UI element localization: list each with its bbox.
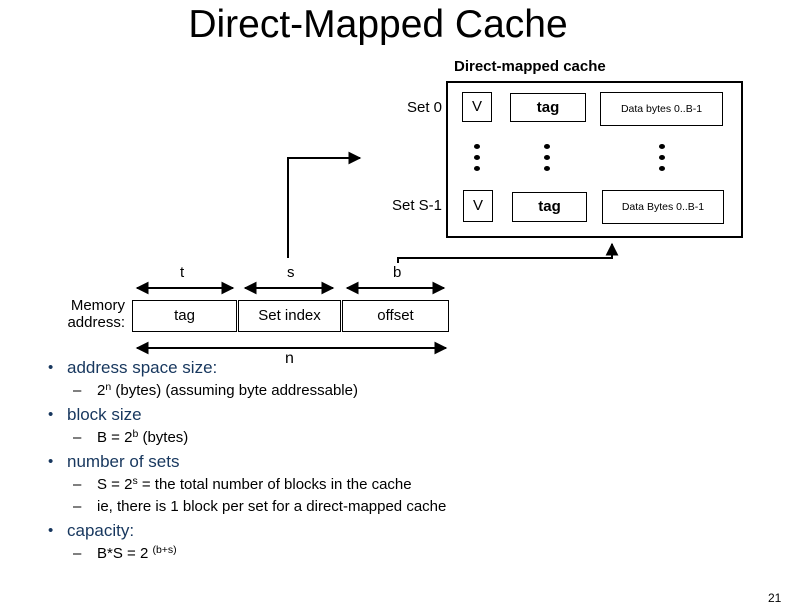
s-width-label: s xyxy=(287,264,295,281)
tag-cell-set0: tag xyxy=(510,93,586,122)
formula-exponent: (b+s) xyxy=(152,544,177,556)
tag-cell-set-s-1: tag xyxy=(512,192,587,222)
bullet-text: block size xyxy=(67,405,142,424)
bullet-address-space-size: address space size: xyxy=(46,357,606,379)
ellipsis-dots-tag-column xyxy=(544,144,550,171)
set-s-1-label: Set S-1 xyxy=(391,197,442,214)
sub-bullet-text: ie, there is 1 block per set for a direc… xyxy=(97,498,447,515)
ellipsis-dot xyxy=(474,166,480,171)
sub-bullet-one-block-per-set: ie, there is 1 block per set for a direc… xyxy=(46,497,606,517)
cache-diagram-heading: Direct-mapped cache xyxy=(454,58,606,75)
valid-bit-cell-set-s-1: V xyxy=(463,190,493,222)
sub-bullet-address-space-formula: 2n (bytes) (assuming byte addressable) xyxy=(46,381,606,401)
formula-exponent: s xyxy=(132,475,138,487)
address-field-offset: offset xyxy=(342,300,449,332)
formula-rest: (bytes) (assuming byte addressable) xyxy=(111,382,358,399)
formula-exponent: n xyxy=(105,381,112,393)
sub-bullet-block-size-formula: B = 2b (bytes) xyxy=(46,428,606,448)
formula-base: 2 xyxy=(97,382,106,399)
address-field-set-index: Set index xyxy=(238,300,341,332)
bullet-text: number of sets xyxy=(67,452,180,471)
memory-address-label-line2: address: xyxy=(67,314,125,331)
b-width-label: b xyxy=(393,264,402,281)
formula-exponent: b xyxy=(132,428,139,440)
ellipsis-dot xyxy=(659,166,665,171)
set-0-label: Set 0 xyxy=(406,99,442,116)
sub-bullet-capacity-formula: B*S = 2 (b+s) xyxy=(46,544,606,564)
offset-to-data-arrow xyxy=(397,242,619,263)
ellipsis-dot xyxy=(544,144,550,149)
data-bytes-cell-set0: Data bytes 0..B-1 xyxy=(600,92,723,126)
memory-address-label: Memory address: xyxy=(67,297,125,331)
memory-address-label-line1: Memory xyxy=(70,297,125,314)
bullet-number-of-sets: number of sets xyxy=(46,451,606,473)
valid-bit-cell-set0: V xyxy=(462,92,492,122)
page-number: 21 xyxy=(768,591,782,605)
ellipsis-dot xyxy=(544,166,550,171)
ellipsis-dot xyxy=(659,155,665,160)
ellipsis-dot xyxy=(659,144,665,149)
formula-base: B*S = 2 xyxy=(97,545,153,562)
bullet-text: address space size: xyxy=(67,358,218,377)
ellipsis-dot xyxy=(544,155,550,160)
ellipsis-dots-data-column xyxy=(659,144,665,171)
formula-rest: = the total number of blocks in the cach… xyxy=(137,476,412,493)
formula-base: B = 2 xyxy=(97,429,133,446)
set-index-to-set-arrow xyxy=(287,151,362,258)
bullet-list: address space size: 2n (bytes) (assuming… xyxy=(46,357,606,564)
ellipsis-dot xyxy=(474,155,480,160)
formula-rest: (bytes) xyxy=(138,429,189,446)
slide-title: Direct-Mapped Cache xyxy=(188,3,568,46)
data-bytes-cell-set-s-1: Data Bytes 0..B-1 xyxy=(602,190,724,224)
ellipsis-dot xyxy=(474,144,480,149)
bullet-capacity: capacity: xyxy=(46,520,606,542)
ellipsis-dots-valid-column xyxy=(474,144,480,171)
formula-base: S = 2 xyxy=(97,476,133,493)
sub-bullet-sets-formula: S = 2s = the total number of blocks in t… xyxy=(46,475,606,495)
address-field-tag: tag xyxy=(132,300,237,332)
bullet-block-size: block size xyxy=(46,404,606,426)
bullet-text: capacity: xyxy=(67,521,135,540)
t-width-label: t xyxy=(180,264,185,281)
